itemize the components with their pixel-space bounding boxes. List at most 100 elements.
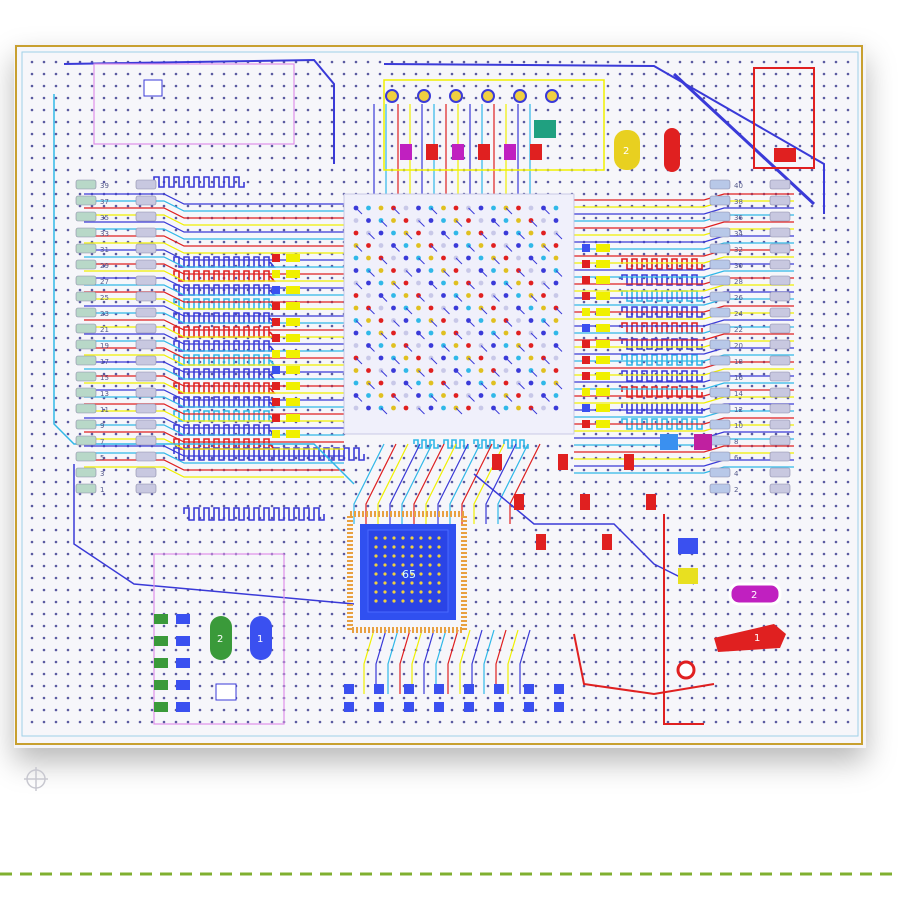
via bbox=[114, 624, 118, 628]
via bbox=[198, 192, 202, 196]
via bbox=[690, 216, 694, 220]
via bbox=[126, 252, 130, 256]
meander-top bbox=[153, 176, 245, 188]
via bbox=[822, 504, 826, 508]
via bbox=[378, 672, 382, 676]
via bbox=[558, 144, 562, 148]
via bbox=[354, 456, 358, 460]
via bbox=[66, 624, 70, 628]
via bbox=[786, 612, 790, 616]
via bbox=[66, 348, 70, 352]
via bbox=[714, 696, 718, 700]
via bbox=[126, 540, 130, 544]
white-pad bbox=[143, 79, 163, 97]
smd-pad bbox=[492, 454, 502, 470]
via bbox=[402, 60, 406, 64]
via bbox=[834, 708, 838, 712]
via bbox=[378, 480, 382, 484]
via bbox=[606, 468, 610, 472]
via bbox=[498, 600, 502, 604]
via bbox=[714, 516, 718, 520]
via bbox=[522, 72, 526, 76]
via bbox=[198, 120, 202, 124]
via bbox=[90, 336, 94, 340]
via bbox=[702, 468, 706, 472]
connector-pin-label: 36 bbox=[734, 214, 743, 222]
via bbox=[498, 72, 502, 76]
via bbox=[666, 108, 670, 112]
via bbox=[114, 336, 118, 340]
via bbox=[54, 612, 58, 616]
connector-pad bbox=[135, 259, 157, 270]
bga-ball bbox=[466, 305, 471, 311]
via bbox=[102, 660, 106, 664]
via bbox=[210, 564, 214, 568]
connector-pin-label: 23 bbox=[100, 310, 109, 318]
via bbox=[522, 516, 526, 520]
via bbox=[510, 672, 514, 676]
smd-pad bbox=[554, 684, 564, 694]
via bbox=[726, 432, 730, 436]
via bbox=[318, 168, 322, 172]
via bbox=[42, 468, 46, 472]
via bbox=[522, 480, 526, 484]
via bbox=[846, 408, 850, 412]
via bbox=[354, 696, 358, 700]
via bbox=[498, 576, 502, 580]
trace bbox=[423, 629, 435, 694]
via bbox=[102, 564, 106, 568]
via bbox=[438, 672, 442, 676]
via bbox=[282, 96, 286, 100]
via bbox=[330, 120, 334, 124]
bga-escape bbox=[543, 207, 550, 215]
via bbox=[786, 672, 790, 676]
via bbox=[846, 696, 850, 700]
via bbox=[822, 408, 826, 412]
via bbox=[162, 576, 166, 580]
via bbox=[690, 504, 694, 508]
via bbox=[726, 252, 730, 256]
via bbox=[270, 696, 274, 700]
via bbox=[78, 528, 82, 532]
via bbox=[66, 324, 70, 328]
trace bbox=[84, 284, 344, 296]
connector-pad bbox=[709, 451, 731, 462]
via bbox=[666, 696, 670, 700]
via bbox=[54, 588, 58, 592]
via bbox=[546, 672, 550, 676]
bga-ball bbox=[391, 330, 396, 336]
via bbox=[774, 492, 778, 496]
via bbox=[654, 228, 658, 232]
via bbox=[582, 72, 586, 76]
board-inner-edge bbox=[21, 51, 859, 737]
trace bbox=[84, 270, 344, 282]
via bbox=[330, 456, 334, 460]
bga-ball bbox=[453, 230, 459, 236]
via bbox=[618, 348, 622, 352]
via bbox=[30, 204, 34, 208]
via bbox=[546, 576, 550, 580]
connector-pad bbox=[769, 323, 791, 334]
via bbox=[66, 192, 70, 196]
bga-ball bbox=[491, 343, 496, 348]
via bbox=[642, 492, 646, 496]
via bbox=[762, 516, 766, 520]
via bbox=[210, 720, 214, 724]
via bbox=[30, 372, 34, 376]
via bbox=[786, 564, 790, 568]
via bbox=[438, 444, 442, 448]
via bbox=[774, 72, 778, 76]
via bbox=[54, 624, 58, 628]
via bbox=[390, 456, 394, 460]
via bbox=[306, 660, 310, 664]
via bbox=[222, 504, 226, 508]
via bbox=[762, 372, 766, 376]
via bbox=[294, 132, 298, 136]
via bbox=[738, 144, 742, 148]
via bbox=[30, 672, 34, 676]
via bbox=[750, 540, 754, 544]
via bbox=[90, 432, 94, 436]
via bbox=[810, 468, 814, 472]
via bbox=[342, 624, 346, 628]
via bbox=[642, 156, 646, 160]
